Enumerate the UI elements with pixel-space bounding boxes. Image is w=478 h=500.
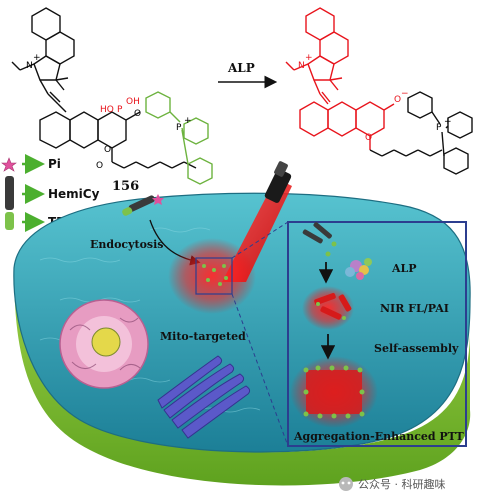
nucleus	[59, 299, 149, 389]
inset-self-assembly-label: Self-assembly	[374, 342, 459, 355]
legend-hemicy-label: HemiCy	[48, 187, 100, 201]
inset-alp-label: ALP	[391, 262, 417, 275]
inset-ptt-label: Aggregation-Enhanced PTT	[293, 430, 464, 443]
product-p-charge: +	[444, 117, 452, 127]
ester-o: O	[96, 161, 103, 171]
compound-156-tpp	[145, 91, 213, 185]
hemicy-rod-icon	[5, 176, 14, 210]
compound-number: 156	[112, 179, 139, 194]
watermark	[339, 477, 353, 491]
product-p-plus: P	[436, 123, 442, 133]
product-linker	[369, 149, 443, 157]
phosphate-oh: OH	[126, 97, 140, 107]
n-plus-atom: N	[26, 61, 33, 71]
nir-aggregate-large	[290, 356, 378, 428]
product-ring-o: O	[365, 133, 372, 143]
inset-nir-label: NIR FL/PAI	[380, 302, 449, 315]
golgi-organelle	[157, 355, 251, 439]
legend	[1, 154, 45, 232]
product-tpp	[407, 91, 473, 175]
alp-enzyme-icon	[345, 258, 372, 280]
p-plus-charge: +	[184, 116, 192, 126]
phosphate-ho: HO	[100, 105, 114, 115]
phosphate-o: O	[134, 109, 141, 119]
product-structure	[285, 7, 395, 150]
product-n-plus: N	[298, 61, 305, 71]
p-plus-atom: P	[176, 123, 182, 133]
zoom-line-bottom	[231, 293, 289, 447]
compound-156-structure	[11, 7, 197, 169]
inset-box	[287, 221, 467, 447]
product-o-minus: O	[394, 95, 401, 105]
legend-pi-label: Pi	[48, 157, 61, 171]
arrow-label-alp: ALP	[227, 61, 255, 75]
pi-star-icon	[1, 157, 17, 172]
probe-molecule	[122, 194, 164, 216]
watermark-text: 公众号 · 科研趣味	[358, 477, 446, 491]
mito-targeted-label: Mito-targeted	[160, 330, 246, 343]
ether-o: O	[104, 145, 111, 155]
product-o-charge: −	[401, 89, 409, 99]
tpp-cap-icon	[5, 212, 14, 230]
endocytosis-label: Endocytosis	[90, 238, 163, 251]
inset-probes	[302, 222, 337, 257]
product-n-charge: +	[305, 53, 313, 63]
nir-glow-region	[168, 238, 256, 314]
nir-aggregate-small	[302, 286, 354, 330]
n-plus-charge: +	[33, 53, 41, 63]
phosphate-p: P	[117, 105, 123, 115]
